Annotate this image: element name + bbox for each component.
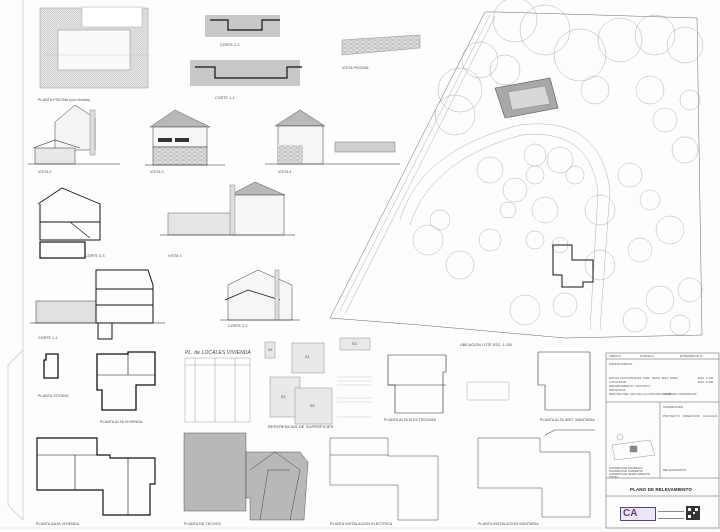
tb-relevamiento-note: RELEVAMIENTO [663, 468, 687, 472]
surface-notes [337, 376, 372, 418]
label-vista-2: VISTA 2 [38, 170, 52, 174]
label-site-location: UBICACION LOTE ESC. 1:200 [460, 343, 513, 347]
upper-sanitary-plan [537, 351, 591, 411]
tb-row-semicubierta: SUPERFICIE SEMICUBIERTA [609, 472, 651, 476]
elevation-vista-2 [28, 104, 120, 165]
qr-code [686, 506, 700, 520]
tb-row-terreno: SUPERFICIE TERRENO [609, 466, 643, 470]
pool-plan [39, 6, 150, 89]
sanitary-installation-plan [477, 429, 595, 518]
site-plan [329, 0, 704, 339]
tb-line-4: PROVINCIA: [609, 388, 627, 392]
tb-line-5: DESTINO DEL USO DE LA CONSTRUCCION: [609, 392, 672, 396]
logo-text: CA [623, 508, 638, 519]
label-electrical-installation: PLANTA INSTALACION ELECTRICA [330, 522, 393, 526]
tb-line-2: LOCALIDAD: [609, 380, 627, 384]
tb-firma-direccion: DIRECCION [683, 414, 700, 418]
tb-parcela: PARCELA [640, 354, 654, 358]
tb-superficies: SUPERFICIES [663, 405, 684, 409]
section-corte-2-2 [220, 269, 300, 321]
tb-plan-title: PLANO DE RELEVAMIENTO [630, 487, 692, 492]
label-corte-1-1: CORTE 1-1 [38, 336, 58, 340]
label-upper-sanitary: PLANTA ALTA INST. SANITARIA [540, 418, 595, 422]
label-corte-2-2: CORTE 2-2 [228, 324, 248, 328]
tb-expediente: EXPEDIENTE N° [680, 354, 704, 358]
tb-scale: ESC. 1:100 [698, 376, 714, 380]
label-pool-section-2: CORTE 2-2 [220, 43, 240, 47]
surface-tag-s2: S2 [281, 395, 286, 399]
surface-tag-s5: S5 [310, 404, 315, 408]
tb-row-total: TOTAL [609, 475, 619, 479]
surface-tag-s3: S3 [352, 342, 357, 346]
location-minimap [611, 433, 656, 461]
label-sanitary-installation: PLANTA INSTALACION SANITARIA [478, 522, 539, 526]
section-corte-1-1 [30, 269, 165, 340]
label-pool-section-1: CORTE 1-1 [215, 96, 235, 100]
surface-tag-s4: S4 [268, 348, 273, 352]
tb-line-1: DATOS CATASTRALES: CIRC. SECC. MZA. PARC… [609, 376, 679, 380]
label-upper-electrical: PLANTA ALTA ELECTRICIDAD [384, 418, 437, 422]
tb-firma-calculo: CALCULO [703, 414, 718, 418]
label-vista-3: VISTA 3 [150, 170, 164, 174]
company-logo: CA [620, 507, 656, 521]
electrical-installation-plan [329, 437, 439, 521]
label-pool-plan: PLANTA PISCINA (con fondos) [38, 98, 91, 102]
tb-destino: VIVIENDA UNIFAMILIAR [663, 392, 697, 396]
ground-floor-plan [36, 437, 156, 516]
tb-obra-number: OBRA N° [609, 354, 622, 358]
label-pool-view: VISTA PISCINA [342, 66, 369, 70]
label-basement-plan: PLANTA SOTANO [38, 394, 69, 398]
label-ground-floor-plan: PLANTA BAJA VIVIENDA [36, 522, 80, 526]
upper-floor-plan [96, 351, 156, 411]
tb-firma-proyecto: PROYECTO [663, 414, 680, 418]
label-upper-floor-plan: PLANTA ALTA VIVIENDA [100, 420, 143, 424]
elevation-vista-1 [160, 181, 295, 236]
electrical-legend [466, 381, 510, 401]
roof-plan [183, 432, 309, 521]
basement-plan [43, 353, 59, 379]
label-surface-references: REFERENCIAS DE SUPERFICIES [268, 424, 334, 429]
elevation-vista-4 [265, 109, 400, 165]
label-vista-4: VISTA 4 [278, 170, 292, 174]
tb-scale-sub: ESC. 1:200 [698, 380, 714, 384]
surface-references [264, 337, 371, 425]
label-rooms-schedule: PL. de LOCALES VIVIENDA [185, 350, 251, 356]
label-vista-1: VISTA 1 [168, 254, 182, 258]
pool-sections [190, 15, 421, 86]
tb-row-cubierta: SUPERFICIE CUBIERTA [609, 469, 643, 473]
elevation-vista-3 [145, 109, 225, 166]
rooms-schedule [184, 357, 251, 423]
label-corte-3-3: CORTE 3-3 [85, 254, 105, 258]
tb-propietario: PROPIETARIO/S: [609, 362, 633, 366]
logo-contact-lines [658, 511, 684, 519]
tb-line-3: DEPARTAMENTO / DISTRITO: [609, 384, 651, 388]
title-block-frame [605, 352, 720, 529]
upper-electrical-plan [387, 354, 447, 414]
label-roof-plan: PLANTA DE TECHOS [184, 522, 222, 526]
section-corte-3-3 [37, 187, 101, 259]
surface-tag-s1: S1 [305, 355, 310, 359]
